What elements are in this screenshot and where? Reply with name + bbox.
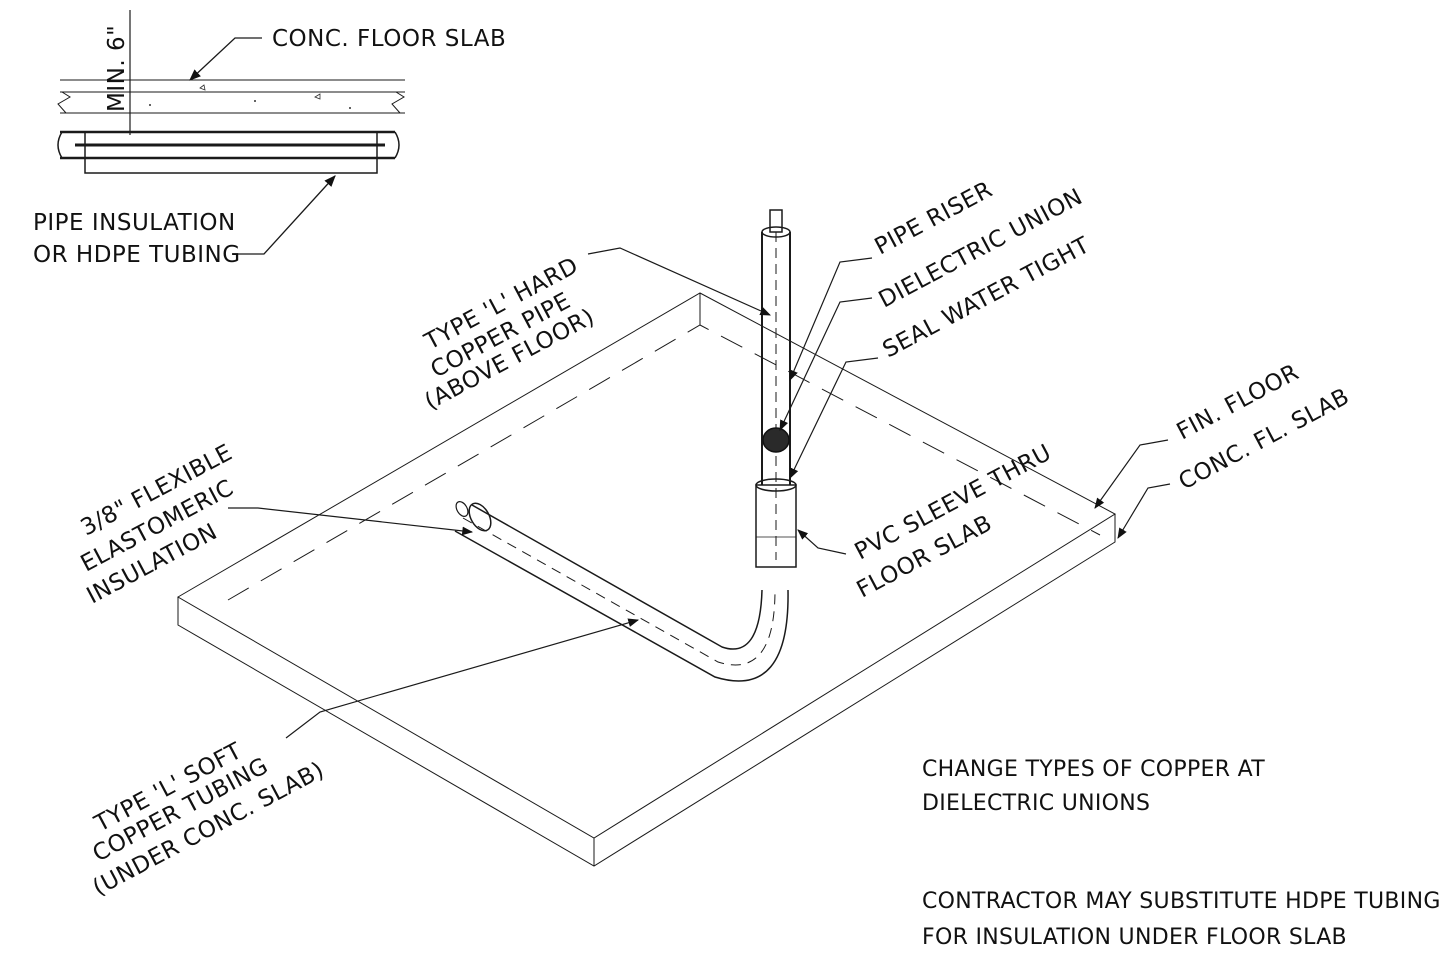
slab-break-right: [391, 91, 405, 114]
pipe-end-left: [57, 131, 63, 159]
label-conc-floor-slab: CONC. FLOOR SLAB: [272, 26, 506, 52]
leader-pipe-riser: [789, 257, 873, 381]
riser-top: [761, 226, 791, 238]
insulation-bottom-edge: [454, 530, 789, 682]
tubing-end: [455, 501, 469, 517]
aggregate-mark: [314, 93, 321, 100]
dielectric-union: [762, 427, 790, 453]
aggregate-dot: [254, 100, 256, 102]
note-2-line-2: FOR INSULATION UNDER FLOOR SLAB: [922, 925, 1347, 950]
leader-insulation: [228, 507, 474, 536]
label-pipe-insulation-1: PIPE INSULATION: [33, 210, 236, 236]
aggregate-mark: [199, 84, 206, 91]
insulation-top-edge: [471, 504, 763, 650]
isometric-slab: [177, 292, 1117, 867]
leader-pvc-sleeve: [797, 529, 847, 555]
slab-break-left: [57, 91, 71, 114]
leader-soft-tubing: [285, 618, 640, 739]
note-2-line-1: CONTRACTOR MAY SUBSTITUTE HDPE TUBING: [922, 889, 1441, 914]
insulation-end: [468, 502, 492, 532]
aggregate-dot: [349, 107, 351, 109]
leader-hard-pipe: [587, 247, 771, 316]
pipe-end-right: [394, 131, 400, 159]
section-detail: [57, 10, 405, 255]
leader-seal: [789, 357, 879, 479]
leaders: [228, 247, 1171, 739]
aggregate-dot: [149, 104, 151, 106]
riser-inner-pipe: [769, 209, 783, 233]
piping: [454, 209, 797, 682]
hidden-floor-line: [227, 324, 1101, 601]
insulation-rect: [84, 131, 378, 174]
label-pipe-insulation-2: OR HDPE TUBING: [33, 242, 241, 268]
leader-fin-floor: [1094, 439, 1169, 509]
tubing-centerline: [462, 517, 776, 666]
label-min-depth: MIN. 6": [104, 25, 130, 112]
note-1-line-2: DIELECTRIC UNIONS: [922, 791, 1150, 816]
slab-leader: [189, 37, 262, 81]
insulation-leader: [232, 175, 336, 255]
leader-dielectric-union: [779, 297, 873, 431]
leader-conc-fl-slab: [1117, 483, 1171, 539]
note-1-line-1: CHANGE TYPES OF COPPER AT: [922, 757, 1265, 782]
pvc-sleeve: [755, 484, 797, 568]
